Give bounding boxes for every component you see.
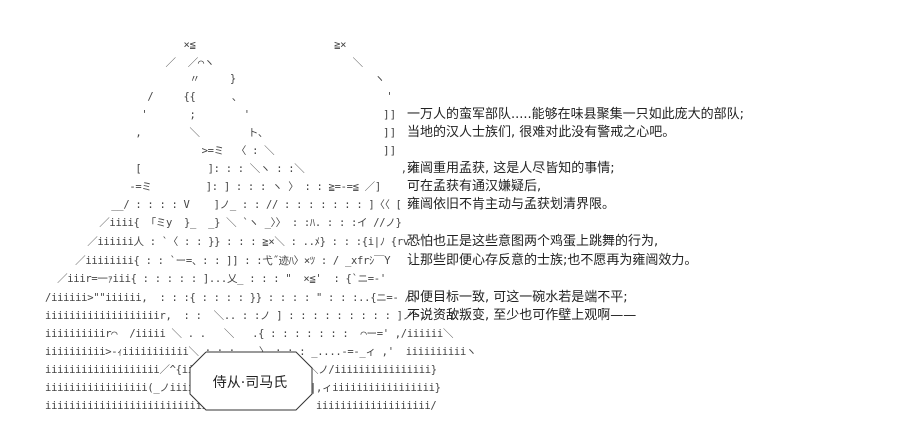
art-line: iiiiiiiiiiiiiiiiiii/ [310, 400, 437, 412]
art-line: /iiiiii>""iiiiii, : : :{ : : : : }} : : … [33, 292, 421, 304]
art-line: 〃 } ヽ [33, 73, 385, 85]
art-line: iiiiiiiiiiiiiiiiiiiiiiiiiiii [33, 400, 214, 412]
art-bracket: ]] [383, 108, 397, 121]
narration-line: 当地的汉人士族们, 很难对此没有警戒之心吧。 [407, 125, 676, 140]
narration-line: 一万人的蛮军部队.....能够在味县聚集一只如此庞大的部队; [407, 107, 745, 122]
art-line: iiiiiiiiii>-ｨiiiiiiiiiii＼ : : : . 〉 : : … [45, 346, 477, 358]
art-line: iiiiiiiiiiiiiiiii(_ノiiiiiiii| [33, 382, 224, 394]
narration-line: 恐怕也正是这些意图两个鸡蛋上跳舞的行为, [407, 234, 659, 249]
name-plate-frame [189, 351, 313, 411]
narration-line: 不说资敌叛变, 至少也可作壁上观啊—— [407, 308, 637, 323]
art-line: iiiiiiiiiiiiiiiiiii／^{iiiiii [33, 364, 218, 376]
art-line: [ ]: : : ＼ヽ : :＼ ,ノ [33, 163, 418, 175]
art-line: ／iiir=一ｧiii{ : : : : : ]...乂_ : : : " ×≦… [33, 273, 386, 285]
narration-line: 雍闿重用孟获, 这是人尽皆知的事情; [407, 161, 615, 176]
art-line: ／iiiiii人 : `〈 : : }} : : : ≧×＼ : ..ﾒ} : … [33, 236, 415, 248]
art-line: iiiiiiiiiir⌒ /iiiii ＼ . . ＼ .{ : : : : :… [33, 328, 454, 340]
art-line: ' ; ' [33, 109, 250, 121]
narration-line: 可在孟获有通汉嫌疑后, [407, 179, 542, 194]
narration-line: 即便目标一致, 可这一碗水若是端不平; [407, 290, 628, 305]
art-line: ＼ノ/iiiiiiiiiiiiiiii} [308, 364, 437, 376]
art-line: , ＼ ト、 [33, 127, 269, 139]
narration-line: 雍闿依旧不肯主动与孟获划清界限。 [407, 197, 616, 212]
art-bracket: ]] [383, 144, 397, 157]
art-line: __/ : : : : V ]ノ_ : : // : : : : : : : ]… [33, 199, 402, 211]
art-line: ×≦ ≧× [33, 39, 347, 51]
art-line: |,ィiiiiiiiiiiiiiiiii} [310, 382, 441, 394]
art-line: >=ミ 〈 : ＼ [33, 145, 275, 157]
art-line: ／iiii{ 「ミy }_ _} ＼ `ヽ _〉〉 : :ﾊ. : : :イ /… [33, 217, 402, 229]
art-line: ／iiiiiiii{ : : `ー=、: : ]] : :弋˝迹ﾊ〉×ﾂ : /… [33, 255, 391, 267]
art-line: iiiiiiiiiiiiiiiiiiir, : : ＼.. : :ノ ] : :… [33, 310, 468, 322]
art-line: ／ ／⌒ヽ ＼ [33, 57, 363, 69]
art-bracket: ]] [383, 126, 397, 139]
art-line: -=ミ ]: ] : : : ヽ 〉 : : ≧=-=≦ ／] [33, 181, 381, 193]
narration-line: 让那些即便心存反意的士族;也不愿再为雍闿效力。 [407, 253, 698, 268]
art-line: / {{ 、 ' [33, 91, 393, 103]
speaker-name-label: 侍从·司马氏 [212, 375, 288, 391]
